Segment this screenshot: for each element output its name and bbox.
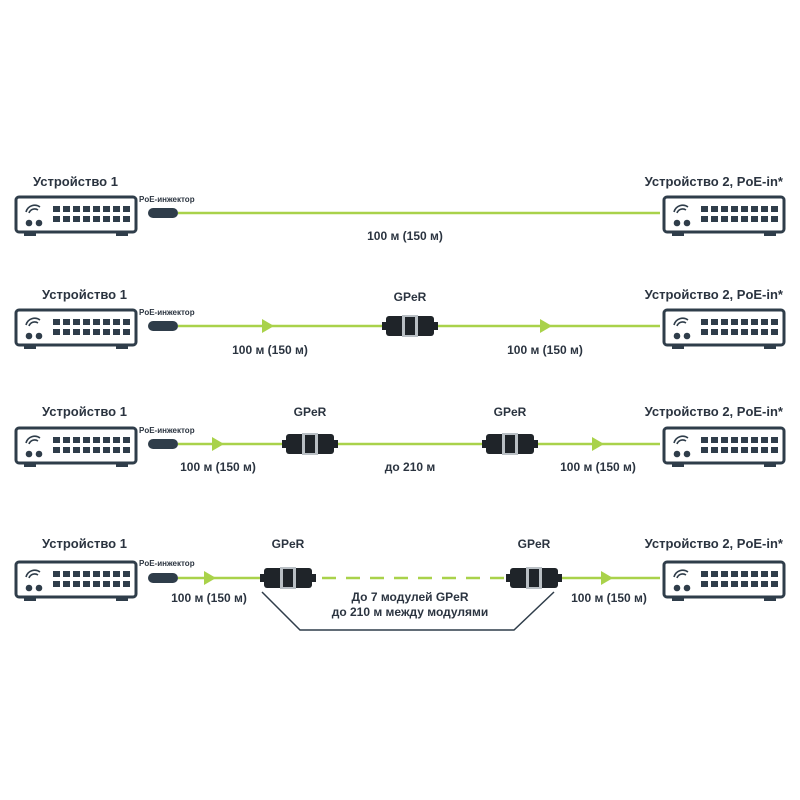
device-2-label: Устройство 2, PoE-in* xyxy=(645,404,784,419)
arrow-right-icon xyxy=(204,571,216,585)
row-1: Устройство 1 Устройство 2, PoE-in* PoE-и… xyxy=(14,174,786,243)
gper-module-icon xyxy=(482,433,538,455)
poe-injector-icon xyxy=(148,573,178,583)
arrow-right-icon xyxy=(592,437,604,451)
device-2-label: Устройство 2, PoE-in* xyxy=(645,287,784,302)
row-4: Устройство 1 Устройство 2, PoE-in* PoE-и… xyxy=(14,536,786,631)
device-2-router-icon xyxy=(662,560,786,603)
poe-injector-icon xyxy=(148,439,178,449)
device-1-label: Устройство 1 xyxy=(42,536,127,551)
chain-bracket xyxy=(261,591,555,631)
gper-module-icon xyxy=(282,433,338,455)
gper-1-label: GPeR xyxy=(294,405,327,419)
device-1-label: Устройство 1 xyxy=(33,174,118,189)
chain-caption-line-2: до 210 м между модулями xyxy=(332,605,489,619)
injector-label: PoE-инжектор xyxy=(139,559,195,568)
row-3: Устройство 1 Устройство 2, PoE-in* PoE-и… xyxy=(14,404,786,474)
distance-left-label: 100 м (150 м) xyxy=(180,460,256,474)
device-2-label: Устройство 2, PoE-in* xyxy=(645,536,784,551)
gper-module-icon xyxy=(382,315,438,337)
arrow-right-icon xyxy=(262,319,274,333)
arrow-right-icon xyxy=(212,437,224,451)
gper-module-icon xyxy=(260,567,316,589)
device-1-router-icon xyxy=(14,560,138,603)
device-1-router-icon xyxy=(14,195,138,238)
device-1-router-icon xyxy=(14,308,138,351)
gper-label: GPeR xyxy=(394,290,427,304)
distance-right-label: 100 м (150 м) xyxy=(507,343,583,357)
gper-module-icon xyxy=(506,567,562,589)
device-2-router-icon xyxy=(662,426,786,469)
distance-left-label: 100 м (150 м) xyxy=(232,343,308,357)
distance-right-label: 100 м (150 м) xyxy=(560,460,636,474)
gper-2-label: GPeR xyxy=(494,405,527,419)
distance-middle-label: до 210 м xyxy=(385,460,436,474)
poe-injector-icon xyxy=(148,321,178,331)
device-2-router-icon xyxy=(662,195,786,238)
chain-caption-line-1: До 7 модулей GPeR xyxy=(351,590,468,604)
device-1-router-icon xyxy=(14,426,138,469)
gper-1-label: GPeR xyxy=(272,537,305,551)
injector-label: PoE-инжектор xyxy=(139,308,195,317)
distance-label: 100 м (150 м) xyxy=(367,229,443,243)
device-1-label: Устройство 1 xyxy=(42,287,127,302)
distance-left-label: 100 м (150 м) xyxy=(171,591,247,605)
gper-2-label: GPeR xyxy=(518,537,551,551)
injector-label: PoE-инжектор xyxy=(139,426,195,435)
device-2-label: Устройство 2, PoE-in* xyxy=(645,174,784,189)
injector-label: PoE-инжектор xyxy=(139,195,195,204)
device-2-router-icon xyxy=(662,308,786,351)
arrow-right-icon xyxy=(601,571,613,585)
arrow-right-icon xyxy=(540,319,552,333)
row-2: Устройство 1 Устройство 2, PoE-in* PoE-и… xyxy=(14,287,786,357)
device-1-label: Устройство 1 xyxy=(42,404,127,419)
distance-right-label: 100 м (150 м) xyxy=(571,591,647,605)
poe-injector-icon xyxy=(148,208,178,218)
